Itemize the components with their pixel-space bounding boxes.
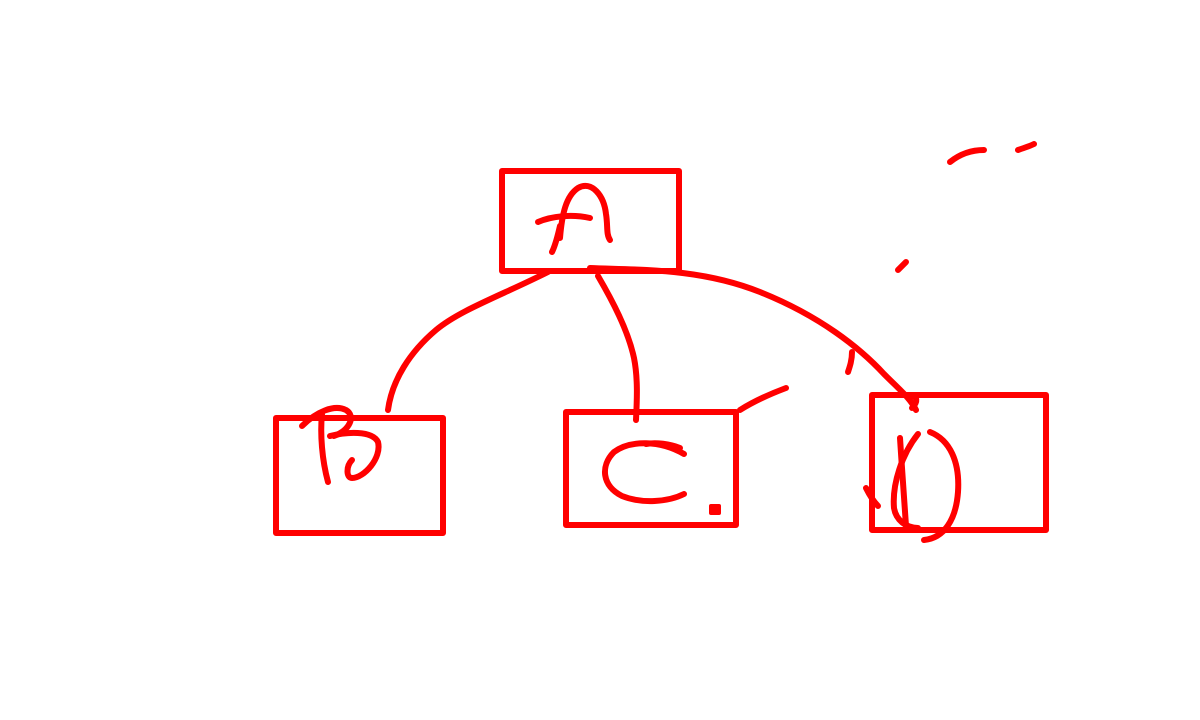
stray-mark-1: [737, 385, 789, 413]
stray-marks: [737, 141, 1037, 413]
node-boxes: [273, 168, 1049, 536]
node-b-box: [273, 415, 446, 536]
stray-mark-5: [845, 349, 855, 375]
node-c-dot: [709, 504, 721, 515]
node-d-label: [863, 393, 962, 543]
stray-mark-4: [895, 259, 909, 273]
edge-a-b: [385, 269, 551, 413]
node-c-box: [563, 409, 739, 528]
stray-mark-2: [947, 147, 987, 165]
node-d-box: [869, 392, 1049, 533]
stray-mark-3: [1015, 141, 1037, 153]
node-a-label: [535, 183, 613, 255]
edge-a-d: [587, 265, 919, 413]
node-labels: [299, 183, 962, 543]
edge-a-c: [595, 273, 640, 423]
node-c-label: [602, 440, 721, 515]
edges: [385, 265, 919, 423]
node-b-label: [299, 405, 382, 485]
